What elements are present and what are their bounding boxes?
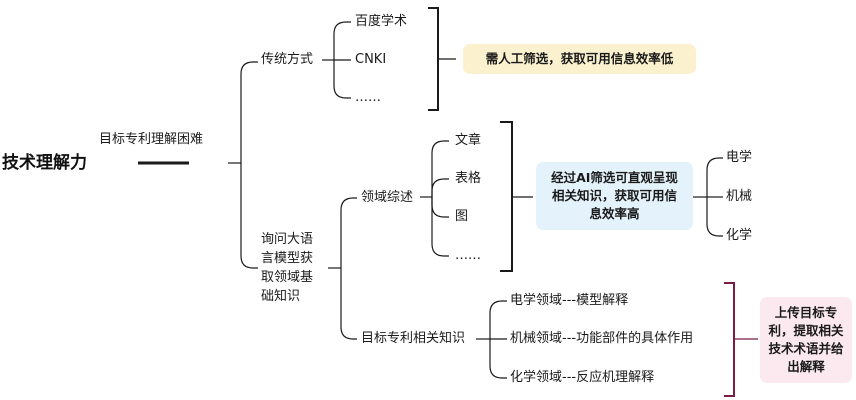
connector-field-1 — [706, 157, 723, 197]
review-item: 文章 — [455, 133, 482, 148]
traditional-node: 传统方式 — [261, 52, 314, 67]
traditional-item: CNKI — [355, 52, 387, 67]
review-item: 表格 — [455, 171, 482, 186]
traditional-item: …… — [355, 90, 381, 105]
traditional-item: 百度学术 — [355, 14, 408, 29]
patent-item: 电学领域---模型解释 — [510, 293, 629, 308]
connector-review-4 — [431, 197, 449, 257]
bracket-review — [500, 121, 513, 272]
review-node: 领域综述 — [361, 190, 414, 205]
connector-review-2 — [431, 178, 449, 197]
review-field: 化学 — [726, 228, 753, 243]
llm-node: 询问大语言模型获取领域基础知识 — [261, 232, 314, 304]
review-item: 图 — [455, 209, 469, 224]
patent-note: 上传目标专利，提取相关技术术语并给出解释 — [760, 297, 852, 383]
connector-review-1 — [431, 140, 449, 197]
patent-node: 目标专利相关知识 — [361, 331, 466, 346]
patent-item: 机械领域---功能部件的具体作用 — [510, 331, 694, 346]
connector-field-3 — [706, 197, 723, 237]
connector-patent-3 — [489, 339, 507, 379]
connector-trad-3 — [333, 60, 351, 99]
bracket-traditional — [428, 7, 439, 111]
connector-review — [340, 197, 357, 268]
connector-patent-1 — [489, 300, 507, 339]
review-field: 机械 — [726, 189, 753, 204]
connector-review-3 — [431, 197, 449, 218]
connector-trad-1 — [333, 21, 351, 60]
patent-item: 化学领域---反应机理解释 — [510, 370, 655, 385]
connector-traditional — [240, 61, 258, 163]
connector-patent — [340, 268, 357, 340]
connector-llm — [240, 163, 258, 269]
bracket-patent — [724, 282, 735, 397]
traditional-note: 需人工筛选，获取可用信息效率低 — [463, 44, 696, 74]
review-note: 经过AI筛选可直观呈现相关知识，获取可用信息效率高 — [536, 162, 693, 230]
root-node: 技术理解力 — [2, 153, 87, 173]
review-field: 电学 — [726, 150, 753, 165]
main-branch-label: 目标专利理解困难 — [99, 132, 204, 147]
review-item: …… — [455, 248, 481, 263]
